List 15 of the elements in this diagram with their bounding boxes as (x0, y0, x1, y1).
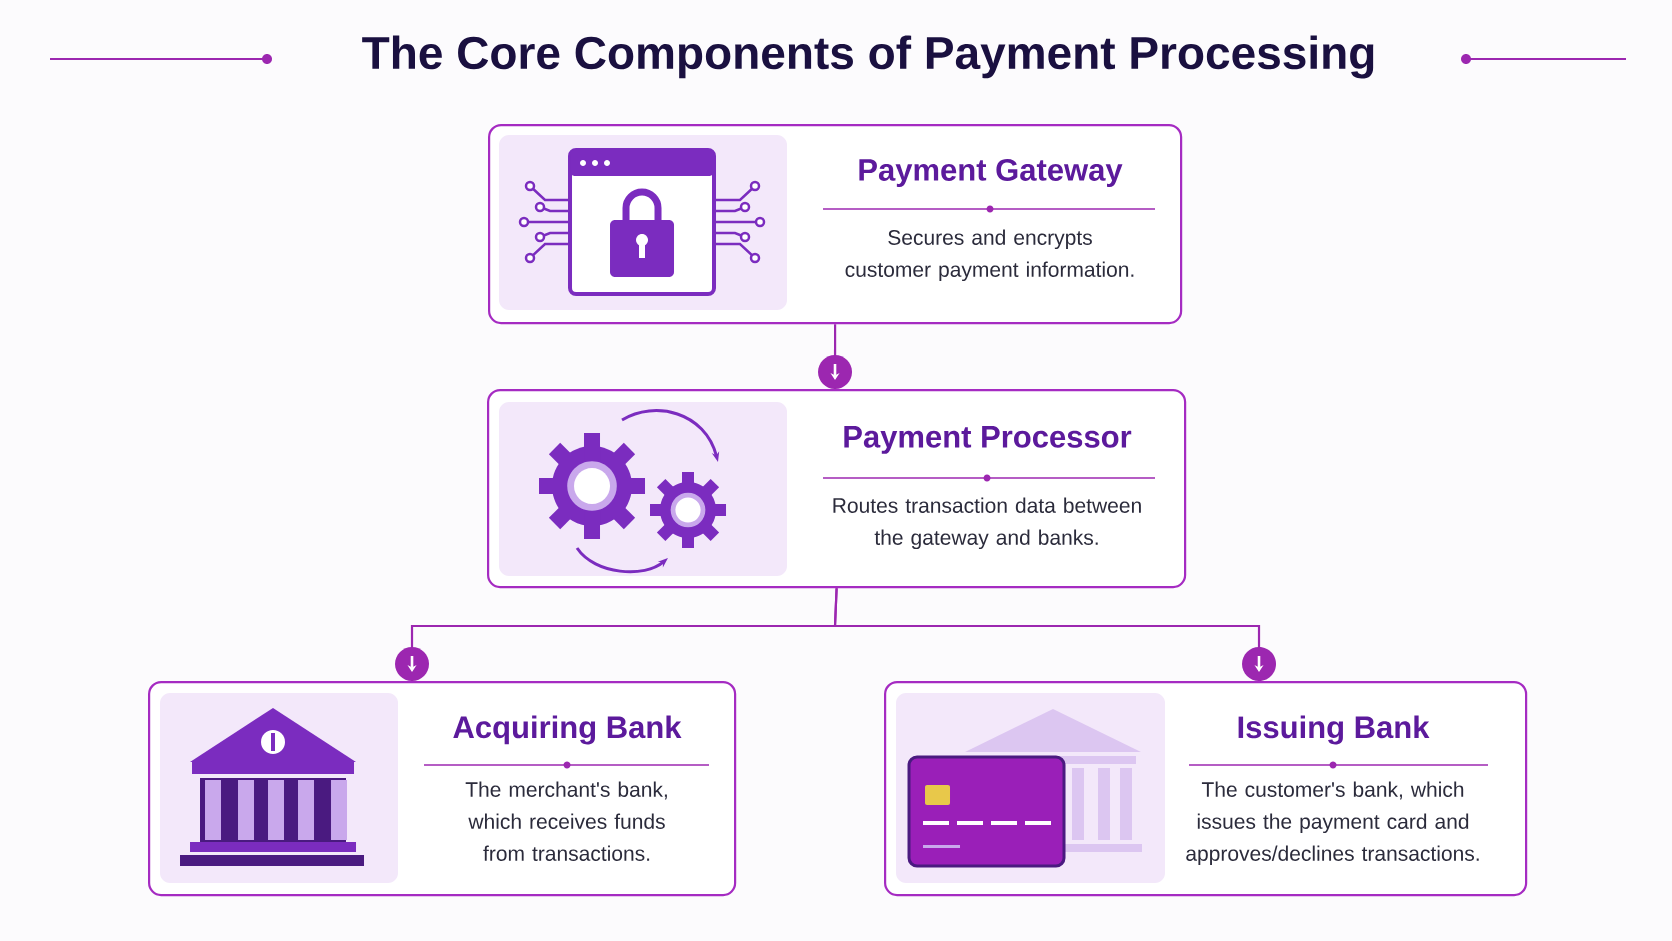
title: The Core Components of Payment Processing (362, 35, 1374, 79)
component-card (148, 681, 737, 897)
card-description: Routes transaction data between the gateway and banks. (833, 497, 1141, 550)
connector-arrow (833, 588, 1276, 681)
card-heading: Payment Gateway (859, 158, 1123, 188)
card-heading: Issuing Bank (1238, 715, 1430, 745)
card-description: The merchant's bank, which receives funds from transactions. (465, 781, 667, 861)
component-card (884, 681, 1528, 897)
card-heading: Acquiring Bank (453, 715, 682, 745)
card-heading: Payment Processor (844, 426, 1132, 454)
connector-arrow (818, 324, 852, 389)
card-description: The customer's bank, which issues the payment card and approves/declines transactions. (1186, 781, 1479, 866)
component-card (487, 389, 1187, 589)
component-card (488, 124, 1183, 325)
card-description: Secures and encrypts customer payment information. (845, 229, 1134, 282)
